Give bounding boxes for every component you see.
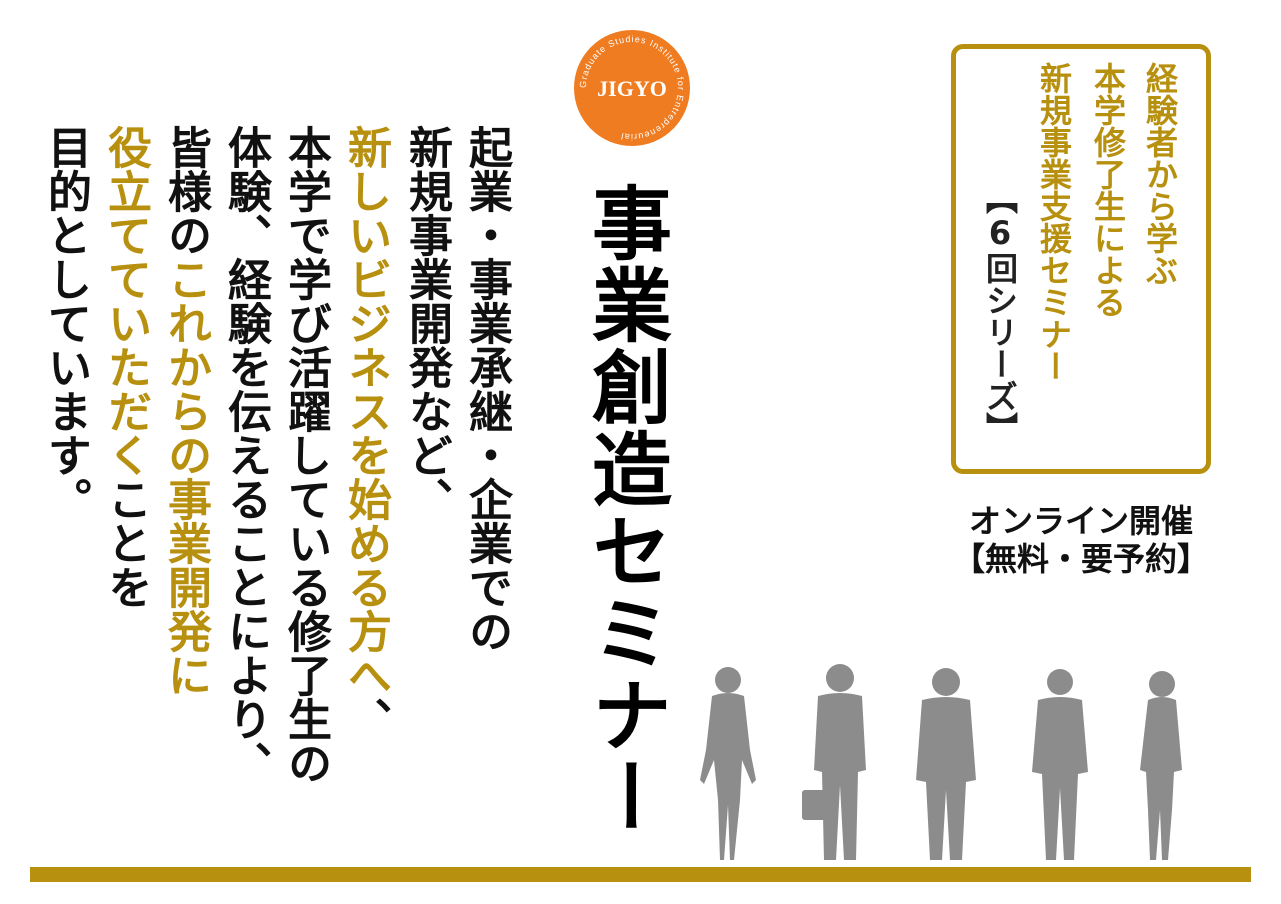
- footer-bar: [30, 867, 1251, 882]
- seminar-title: 事業創造セミナー: [579, 182, 672, 838]
- silhouette-woman-icon: [1140, 671, 1182, 860]
- jigyo-logo: Graduate Studies Institute for Entrepren…: [574, 30, 690, 146]
- series-line-1: 経験者から学ぶ: [1141, 62, 1179, 286]
- intro-col-6: 皆様のこれからの事業開発に: [160, 125, 211, 697]
- intro-col-7-rest: ことを: [100, 477, 151, 609]
- series-line-3: 新規事業支援セミナー: [1035, 62, 1073, 382]
- online-label: オンライン開催: [968, 502, 1193, 540]
- intro-col-6-pre: 皆様の: [160, 125, 211, 257]
- intro-col-1: 起業・事業承継・企業での: [461, 125, 512, 653]
- silhouette-woman-icon: [700, 667, 756, 860]
- intro-col-3: 新しいビジネスを始める方へ、: [340, 125, 391, 741]
- series-line-4: 【6回シリーズ】: [981, 182, 1019, 444]
- intro-col-4: 本学で学び活躍している修了生の: [280, 125, 331, 785]
- intro-col-7-highlight: 役立てていただく: [100, 125, 151, 477]
- intro-col-3-rest: 、: [340, 697, 391, 741]
- series-line-2: 本学修了生による: [1089, 62, 1127, 318]
- intro-col-8: 目的としています。: [40, 125, 91, 521]
- intro-col-7: 役立てていただくことを: [100, 125, 151, 609]
- intro-col-6-highlight: これからの事業開発に: [160, 257, 211, 697]
- fee-label: 【無料・要予約】: [952, 540, 1209, 579]
- business-people-silhouettes: [700, 664, 1182, 860]
- intro-col-3-highlight: 新しいビジネスを始める方へ: [340, 125, 391, 697]
- event-info: オンライン開催 【無料・要予約】: [926, 502, 1236, 579]
- series-box: [951, 44, 1211, 474]
- intro-col-5: 体験、経験を伝えることにより、: [220, 125, 271, 785]
- silhouette-man-icon: [1032, 669, 1088, 860]
- logo-text: JIGYO: [597, 76, 667, 101]
- silhouette-man-briefcase-icon: [802, 664, 866, 860]
- intro-col-2: 新規事業開発など、: [401, 125, 452, 521]
- silhouette-man-icon: [916, 668, 976, 860]
